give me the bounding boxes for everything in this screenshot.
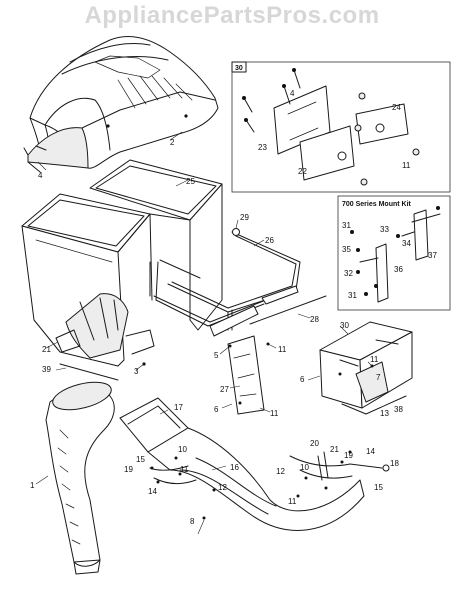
label-part-19b: 19 (344, 451, 353, 460)
collector-bags-part (21, 159, 223, 367)
label-part-11f: 11 (402, 161, 411, 170)
label-part-21b: 21 (330, 445, 339, 454)
mount-assembly-part (319, 321, 413, 415)
label-part-26: 26 (265, 236, 274, 245)
label-part-36: 36 (394, 265, 403, 274)
label-part-18: 18 (390, 459, 399, 468)
label-part-39: 39 (42, 365, 51, 374)
label-part-22: 22 (298, 167, 307, 176)
label-part-3: 3 (134, 367, 139, 376)
label-part-24: 24 (392, 103, 401, 112)
label-part-23: 23 (258, 143, 267, 152)
label-part-15a: 15 (136, 455, 145, 464)
label-part-2: 2 (170, 138, 175, 147)
rod-39-part (59, 363, 119, 381)
label-part-10b: 10 (300, 463, 309, 472)
bag-frame-part (149, 228, 301, 331)
label-part-16: 16 (230, 463, 239, 472)
leader-lines (35, 131, 373, 535)
watermark-text: AppliancePartsPros.com (84, 2, 380, 29)
label-part-15b: 15 (374, 483, 383, 492)
part-number-labels: 4 2 25 21 3 39 29 26 28 5 11 27 6 11 30 … (30, 65, 437, 526)
label-part-12a: 12 (218, 483, 227, 492)
label-part-6a: 6 (214, 405, 219, 414)
label-part-8: 8 (190, 517, 195, 526)
label-part-33: 33 (380, 225, 389, 234)
label-part-11c: 11 (370, 355, 379, 364)
label-part-4: 4 (38, 171, 43, 180)
label-part-14a: 14 (148, 487, 157, 496)
label-part-31b: 31 (348, 291, 357, 300)
label-part-19a: 19 (124, 465, 133, 474)
label-part-25: 25 (186, 177, 195, 186)
label-part-38: 38 (394, 405, 403, 414)
label-part-37: 37 (428, 251, 437, 260)
label-part-17: 17 (174, 403, 183, 412)
mount-kit-title: 700 Series Mount Kit (342, 201, 412, 208)
label-part-34: 34 (402, 239, 411, 248)
label-part-20: 20 (310, 439, 319, 448)
label-part-13: 13 (380, 409, 389, 418)
mount-kit-inset (337, 195, 451, 311)
label-part-10a: 10 (178, 445, 187, 454)
discharge-hose-part (45, 381, 115, 575)
label-part-12b: 12 (276, 467, 285, 476)
hose-clamp-part (289, 450, 390, 498)
label-part-4b: 4 (290, 89, 295, 98)
label-part-28: 28 (310, 315, 319, 324)
inset-30-tag: 30 (235, 65, 243, 72)
label-part-6b: 6 (300, 375, 305, 384)
inset-detail-30 (231, 61, 451, 193)
label-part-11b: 11 (270, 409, 279, 418)
label-part-14b: 14 (366, 447, 375, 456)
bagger-cover-part (23, 35, 219, 173)
label-part-5: 5 (214, 351, 219, 360)
label-part-30: 30 (340, 321, 349, 330)
label-part-1: 1 (30, 481, 35, 490)
rod-28-part (249, 295, 327, 325)
label-part-11d: 11 (180, 465, 189, 474)
label-part-21a: 21 (42, 345, 51, 354)
hose-clamp-left-part (149, 456, 216, 520)
label-part-11a: 11 (278, 345, 287, 354)
label-part-31a: 31 (342, 221, 351, 230)
label-part-29: 29 (240, 213, 249, 222)
label-part-27: 27 (220, 385, 229, 394)
label-part-32: 32 (344, 269, 353, 278)
label-part-11e: 11 (288, 497, 297, 506)
label-part-35: 35 (342, 245, 351, 254)
chute-adapter-part (119, 397, 365, 531)
label-part-7: 7 (376, 373, 381, 382)
